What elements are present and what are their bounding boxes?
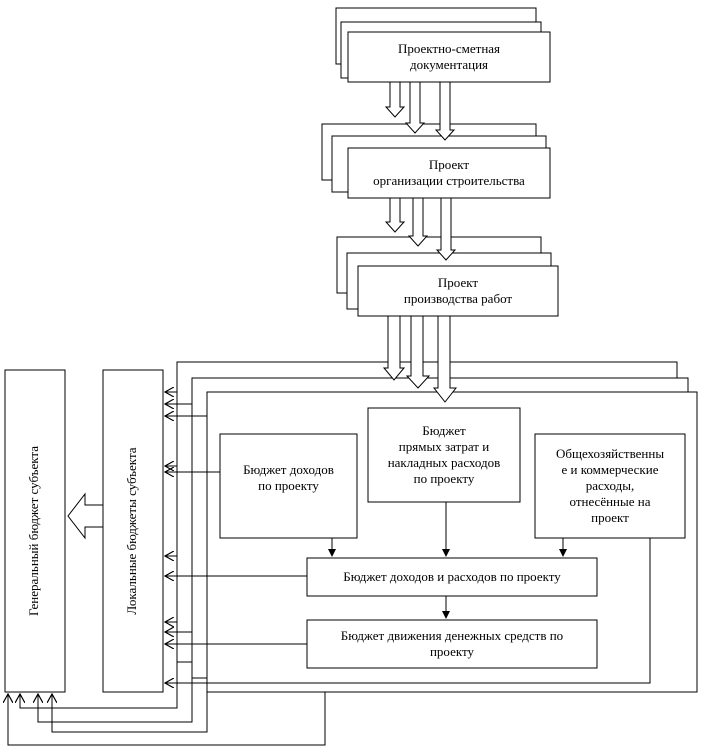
- arrow-overhead-to-local: [165, 538, 651, 683]
- cash-flow-box: [306, 619, 598, 669]
- hollow-arrow-3b: [405, 315, 431, 389]
- design-docs-front: [347, 31, 551, 83]
- construction-front: [347, 147, 551, 199]
- hollow-arrow-2a: [384, 197, 406, 233]
- income-expense-box: [306, 557, 598, 597]
- hollow-arrow-2c: [435, 197, 457, 261]
- general-budget-label: Генеральный бюджет субъекта: [26, 446, 41, 616]
- local-budgets-label: Локальные бюджеты субъекта: [124, 447, 139, 615]
- hollow-arrow-1a: [384, 81, 406, 118]
- hollow-arrow-1c: [434, 81, 456, 141]
- return-line-1: [20, 662, 178, 709]
- return-line-2: [38, 678, 193, 723]
- general-budget-box: [4, 369, 66, 693]
- direct-costs-box: [367, 407, 521, 503]
- hollow-arrow-2b: [407, 197, 429, 247]
- local-to-general-arrow: [67, 492, 104, 540]
- income-budget-box: [219, 433, 358, 539]
- overhead-label: Общехозяйственны е и коммерческие расход…: [555, 446, 665, 525]
- hollow-arrow-3c: [432, 315, 458, 403]
- hollow-arrow-3a: [382, 315, 406, 381]
- hollow-arrow-1b: [404, 81, 426, 134]
- work-prod-front: [357, 265, 559, 317]
- income-expense-label: Бюджет доходов и расходов по проекту: [343, 569, 561, 584]
- local-budgets-box: [102, 369, 164, 693]
- return-line-3: [52, 692, 208, 733]
- direct-costs-label: Бюджет прямых затрат и накладных расходо…: [387, 423, 501, 486]
- overhead-box: [534, 433, 686, 539]
- return-line-4: [8, 692, 326, 746]
